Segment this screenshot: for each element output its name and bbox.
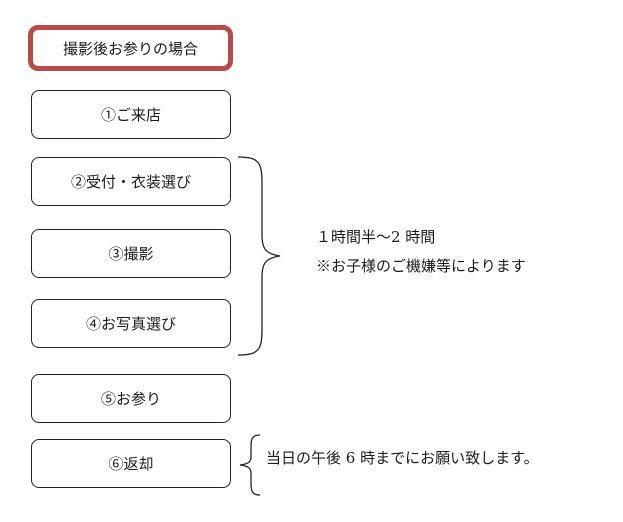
left-brace-small bbox=[239, 434, 261, 496]
step-box-reception: ②受付・衣装選び bbox=[31, 157, 231, 206]
step-box-return: ⑥返却 bbox=[31, 439, 231, 488]
step-box-visit: ①ご来店 bbox=[31, 90, 231, 139]
duration-text: １時間半～2 時間 bbox=[316, 228, 436, 246]
step-label: ⑥返却 bbox=[108, 455, 154, 473]
step-label: ④お写真選び bbox=[85, 315, 176, 333]
step-box-photo: ③撮影 bbox=[31, 229, 231, 278]
step-label: ②受付・衣装選び bbox=[70, 173, 191, 191]
step-box-shrine-visit: ⑤お参り bbox=[31, 374, 231, 423]
step-label: ③撮影 bbox=[108, 245, 154, 263]
page-title-text: 撮影後お参りの場合 bbox=[62, 39, 198, 58]
step-label: ①ご来店 bbox=[100, 106, 161, 124]
return-note-text: 当日の午後 6 時までにお願い致します。 bbox=[266, 449, 539, 467]
duration-note-text: ※お子様のご機嫌等によります bbox=[316, 257, 526, 275]
step-box-photo-select: ④お写真選び bbox=[31, 299, 231, 348]
right-brace-large bbox=[237, 156, 281, 356]
page-title: 撮影後お参りの場合 bbox=[28, 25, 233, 71]
step-label: ⑤お参り bbox=[100, 390, 161, 408]
